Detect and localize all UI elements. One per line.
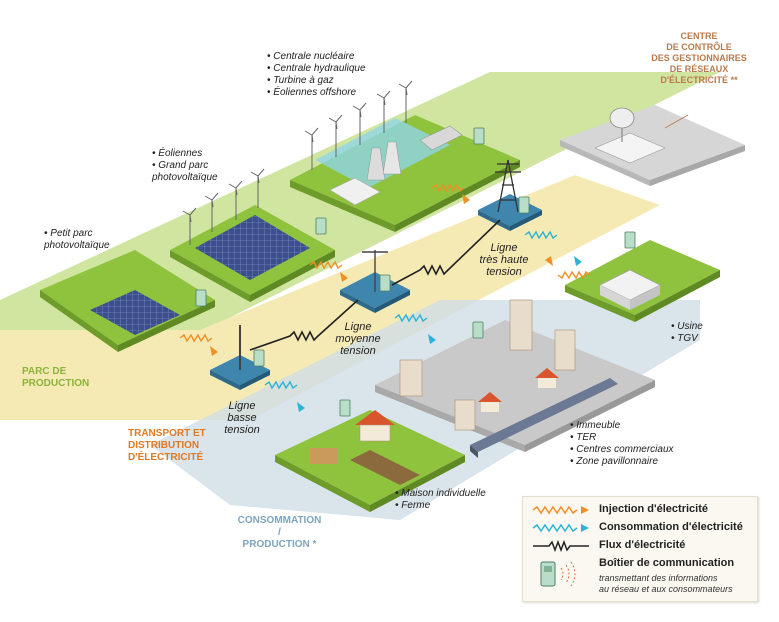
comm-box-icon (195, 127, 636, 417)
house-icon (355, 410, 395, 442)
legend-consumption-label: Consommation d'électricité (599, 521, 743, 533)
legend-row-injection: Injection d'électricité (523, 502, 757, 518)
note-wind-pv: • Éoliennes • Grand parc photovoltaïque (152, 148, 218, 183)
tile-small-pv (40, 250, 215, 352)
legend-row-comm-box: Boîtier de communication (523, 556, 757, 587)
legend: Injection d'électricité Consommation d'é… (522, 496, 758, 602)
legend-comm-box-label: Boîtier de communication (599, 557, 735, 569)
flux-lines (249, 219, 501, 351)
section-production: PARC DE PRODUCTION (22, 366, 90, 389)
section-control: CENTRE DE CONTRÔLE DES GESTIONNAIRES DE … (651, 31, 747, 85)
injection-arrows (179, 183, 591, 356)
injection-arrow-icon (532, 505, 589, 515)
label-very-high-voltage: Ligne très haute tension (479, 242, 529, 278)
wind-turbine-icon (182, 80, 413, 245)
tile-city (375, 299, 655, 458)
label-low-voltage: Ligne basse tension (224, 400, 260, 436)
house-icon (478, 368, 559, 412)
tile-factory (565, 240, 720, 322)
train-icon (470, 378, 618, 458)
legend-injection-label: Injection d'électricité (599, 503, 708, 515)
solar-panel-icon (90, 290, 180, 335)
legend-comm-box-description: transmettant des informations au réseau … (599, 573, 733, 594)
legend-flow-label: Flux d'électricité (599, 539, 686, 551)
tile-house-farm (275, 410, 465, 512)
comm-box-icon (540, 561, 576, 587)
flow-line-icon (533, 539, 589, 553)
satellite-dish-icon (609, 107, 635, 142)
note-small-pv: • Petit parc photovoltaïque (44, 228, 110, 251)
nuclear-plant-icon (329, 141, 402, 206)
section-transport: TRANSPORT ET DISTRIBUTION D'ÉLECTRICITÉ (128, 428, 206, 463)
substation-medium (340, 250, 410, 313)
note-city: • Immeuble • TER • Centres commerciaux •… (570, 420, 674, 467)
farm-icon (310, 448, 420, 485)
note-house-farm: • Maison individuelle • Ferme (395, 488, 486, 511)
building-icon (399, 299, 576, 431)
transport-band (0, 175, 660, 420)
solar-panel-icon (195, 215, 310, 280)
note-power-plants: • Centrale nucléaire • Centrale hydrauli… (267, 51, 366, 98)
pylon-icon (362, 250, 388, 292)
dam-icon (419, 125, 463, 151)
pylon-icon (495, 159, 521, 213)
legend-row-consumption: Consommation d'électricité (523, 520, 757, 536)
section-consumption: CONSOMMATION / PRODUCTION * (237, 515, 322, 550)
label-medium-voltage: Ligne moyenne tension (335, 321, 381, 357)
consumption-arrow-icon (532, 523, 589, 533)
tile-large-pv (170, 205, 335, 302)
legend-row-flow: Flux d'électricité (523, 538, 757, 554)
factory-icon (599, 269, 661, 310)
consumption-arrows (264, 230, 582, 412)
tile-control-center (560, 105, 745, 186)
tile-power-plants (290, 115, 520, 232)
note-factory: • Usine • TGV (671, 321, 703, 344)
substation-low (210, 325, 270, 390)
